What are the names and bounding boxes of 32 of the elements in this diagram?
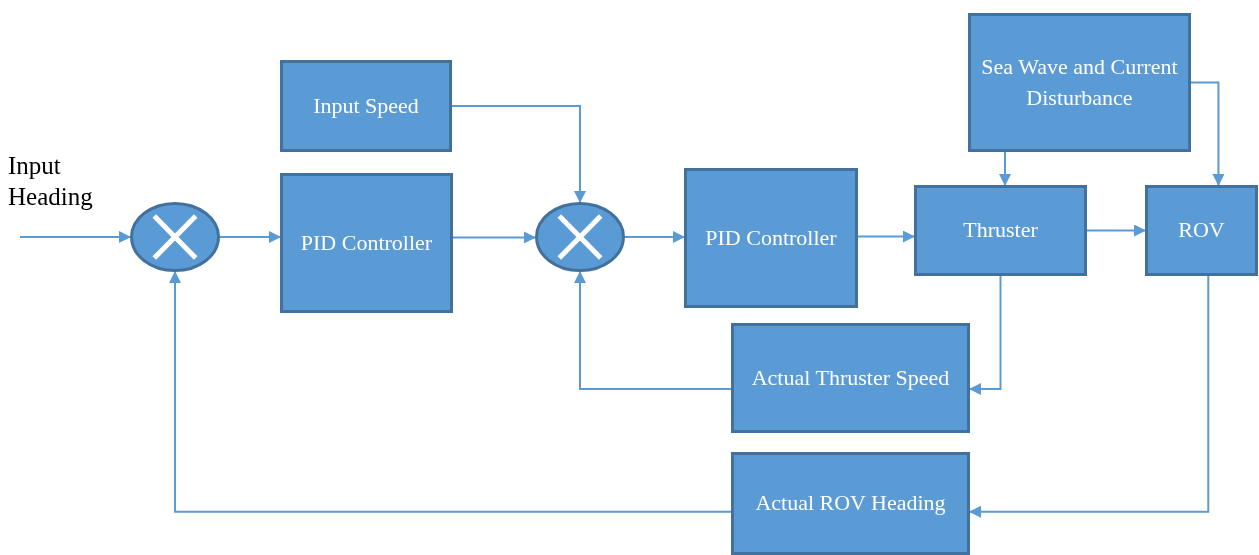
box-label: Input Speed bbox=[313, 91, 419, 120]
arrow bbox=[451, 105, 586, 203]
arrow bbox=[969, 275, 1210, 518]
process-box bbox=[731, 452, 970, 555]
process-box bbox=[280, 173, 453, 313]
box-label: Sea Wave and Current Disturbance bbox=[981, 52, 1178, 112]
arrow bbox=[169, 271, 732, 513]
arrow bbox=[1190, 81, 1225, 186]
arrow bbox=[574, 271, 732, 390]
process-box bbox=[968, 13, 1191, 152]
box-label: Thruster bbox=[963, 216, 1038, 245]
process-box bbox=[914, 185, 1087, 276]
process-box bbox=[684, 168, 858, 308]
arrow bbox=[1086, 224, 1146, 237]
input-label: Input Heading bbox=[8, 151, 94, 213]
box-label: ROV bbox=[1178, 216, 1225, 245]
arrow bbox=[999, 151, 1011, 186]
summing-junction bbox=[535, 202, 625, 272]
box-label: PID Controller bbox=[300, 228, 433, 257]
box-label: PID Controller bbox=[705, 223, 837, 252]
arrow bbox=[969, 275, 1002, 395]
summing-junction bbox=[130, 202, 220, 272]
process-box bbox=[280, 60, 452, 152]
arrow bbox=[19, 231, 131, 243]
box-label: Actual ROV Heading bbox=[755, 489, 946, 518]
process-box bbox=[1145, 185, 1258, 276]
process-box bbox=[731, 323, 970, 433]
arrow bbox=[624, 231, 685, 243]
arrow bbox=[857, 230, 915, 243]
arrow bbox=[219, 231, 281, 243]
arrow bbox=[452, 231, 536, 244]
box-label: Actual Thruster Speed bbox=[751, 363, 950, 392]
